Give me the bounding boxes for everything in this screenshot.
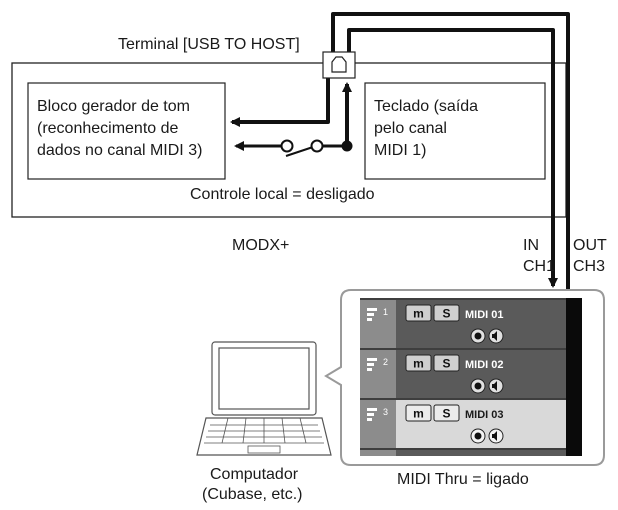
solo-button[interactable] xyxy=(433,354,460,372)
speaker-icon xyxy=(492,431,497,441)
mute-button[interactable] xyxy=(405,404,432,422)
mute-button-label: m xyxy=(413,357,424,371)
keyboard-block xyxy=(364,82,546,180)
keyboard-label-line2: pelo canal xyxy=(374,120,447,137)
track-icon xyxy=(367,408,377,421)
record-icon xyxy=(474,332,482,340)
track-icon xyxy=(367,358,377,371)
track-scroll-strip xyxy=(566,298,582,456)
track-name: MIDI 03 xyxy=(465,409,504,421)
keyboard-label-line1: Teclado (saída xyxy=(374,98,478,115)
solo-button-label: S xyxy=(442,407,450,421)
tone-generator-label-line2: (reconhecimento de xyxy=(37,120,179,137)
record-icon xyxy=(474,432,482,440)
mute-button[interactable] xyxy=(405,354,432,372)
terminal-label: Terminal [USB TO HOST] xyxy=(118,36,300,53)
mute-button-label: m xyxy=(413,307,424,321)
record-icon xyxy=(474,382,482,390)
solo-button-label: S xyxy=(442,357,450,371)
solo-button-label: S xyxy=(442,307,450,321)
usb-port-icon xyxy=(322,51,356,79)
track-row[interactable]: 2 m S MIDI 02 xyxy=(360,350,566,398)
mute-button-label: m xyxy=(413,407,424,421)
out-channel-label: CH3 xyxy=(573,258,605,275)
track-number: 1 xyxy=(383,307,388,317)
switch-contact-left xyxy=(280,139,294,153)
track-name: MIDI 01 xyxy=(465,309,504,321)
computer-label-line2: (Cubase, etc.) xyxy=(202,486,302,503)
computer-label-line1: Computador xyxy=(210,466,299,483)
track-name: MIDI 02 xyxy=(465,359,504,371)
local-control-label: Controle local = desligado xyxy=(190,186,375,203)
laptop-icon xyxy=(196,341,332,456)
solo-button[interactable] xyxy=(433,304,460,322)
track-row[interactable]: 1 m S MIDI 01 xyxy=(360,300,566,348)
tone-generator-label-line3: dados no canal MIDI 3) xyxy=(37,142,202,159)
tone-generator-block xyxy=(27,82,226,180)
mute-button[interactable] xyxy=(405,304,432,322)
device-name: MODX+ xyxy=(232,237,289,254)
tone-generator-label-line1: Bloco gerador de tom xyxy=(37,98,190,115)
track-icon xyxy=(367,308,377,321)
junction-dot xyxy=(341,140,353,152)
switch-contact-right xyxy=(310,139,324,153)
in-channel-label: CH1 xyxy=(523,258,555,275)
out-label: OUT xyxy=(573,237,607,254)
speaker-icon xyxy=(492,381,497,391)
track-row[interactable]: 3 m S MIDI 03 xyxy=(360,400,566,448)
speaker-icon xyxy=(492,331,497,341)
track-number: 2 xyxy=(383,357,388,367)
midi-thru-label: MIDI Thru = ligado xyxy=(397,471,529,488)
track-number: 3 xyxy=(383,407,388,417)
keyboard-label-line3: MIDI 1) xyxy=(374,142,426,159)
solo-button[interactable] xyxy=(433,404,460,422)
in-label: IN xyxy=(523,237,539,254)
track-list: 1 m S MIDI 01 2 m S MIDI 02 xyxy=(360,298,582,456)
usb-cables xyxy=(230,12,570,290)
